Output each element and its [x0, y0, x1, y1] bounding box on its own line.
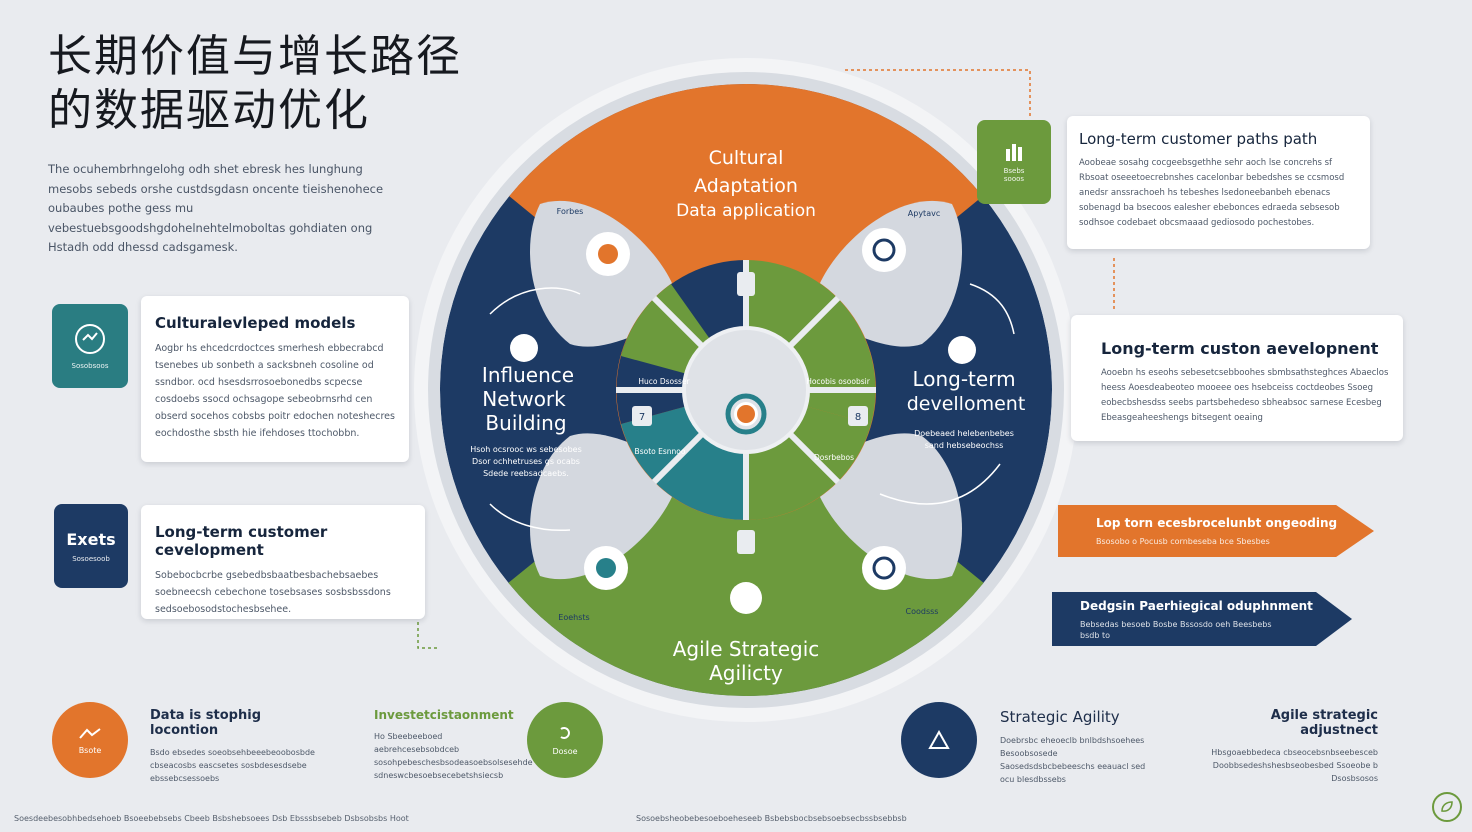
right-icon [948, 336, 976, 364]
right1-body: Aoobeae sosahg cocgeebsgethhe sehr aoch … [1079, 158, 1345, 228]
corner-tr: Apytavc [908, 209, 940, 218]
teal-chat-icon: Sosobsoos [52, 304, 128, 388]
right1-title: Long-term customer paths path [1079, 130, 1318, 148]
bar-chart-icon: Bsebs sooos [977, 120, 1051, 204]
bottom-block-4: Strategic Agility Doebrsbc eheoeclb bnlb… [1000, 708, 1150, 786]
top-line-2: Adaptation [694, 175, 798, 197]
leaf-logo-icon [1432, 792, 1462, 822]
left1-title: Culturalevleped models [155, 314, 356, 332]
left-line-2: Network [482, 387, 566, 411]
title-line-1: 长期价值与增长路径 [48, 31, 462, 82]
lightbulb-icon [862, 228, 906, 272]
b2-body: Ho Sbeebeeboed aebrehcesebsobdceb sosohp… [374, 732, 533, 780]
left1-body: Aogbr hs ehcedcrdoctces smerhesh ebbecra… [155, 343, 395, 439]
arrow-banner-navy: Dedgsin Paerhiegical oduphnment Bebsedas… [1052, 592, 1352, 646]
arrow1-sub: Bsosobo o Pocusb cornbeseba bce Sbesbes [1096, 537, 1270, 546]
intro-text: The ocuhembrhngelohg odh shet ebresk hes… [48, 162, 384, 254]
footer-left: Soesdeebesobhbedsehoeb Bsoeebebsebs Cbee… [14, 814, 409, 823]
left2-body: Sobebocbcrbe gsebedbsbaatbesbachebsaebes… [155, 570, 391, 615]
right1-icon-label: Bsebs sooos [1003, 167, 1025, 183]
left-desc-2: Dsor ochhetruses gs ocabs [472, 457, 580, 466]
hand-icon [586, 232, 630, 276]
leaf-icon [862, 546, 906, 590]
inner-bl: Bsoto Esnnoo [635, 447, 686, 456]
strategy-wheel: 7 8 Cultural Adaptation Data application… [414, 58, 1078, 722]
right-desc-2: sand hebsebeochss [925, 441, 1004, 450]
right-desc-1: Doebeaed helebenbebes [914, 429, 1014, 438]
corner-br: Coodsss [906, 607, 939, 616]
right-line-1: Long-term [912, 367, 1015, 391]
left2-icon-title: Exets [66, 529, 116, 549]
arrow2-sub2: bsdb to [1080, 630, 1110, 640]
right2-body: Aooebn hs eseohs sebesetcsebboohes sbmbs… [1101, 368, 1389, 423]
exets-icon: Exets Sosoesoob [54, 504, 128, 588]
b1-body: Bsdo ebsedes soeobsehbeeebeoobosbde cbse… [150, 748, 315, 783]
card-customer-development: Long-term customer cevelopment Sobebocbc… [141, 505, 425, 619]
hook-icon: Dosoe [527, 702, 603, 778]
top-line-3: Data application [676, 201, 816, 221]
left-icon [510, 334, 538, 362]
bottom-block-2: Investetcistaonment Ho Sbeebeeboed aebre… [374, 708, 533, 782]
inner-tr: Hocobis osoobsir [806, 377, 871, 386]
arrow2-sub1: Bebsedas besoeb Bosbe Bssosdo oeh Beesbe… [1080, 619, 1272, 629]
bottom-line-1: Agile Strategic [673, 637, 820, 661]
inner-br: Dosrbebos [814, 453, 854, 462]
inner-tl: Huco Dsosser [638, 377, 690, 386]
shield-icon [584, 546, 628, 590]
bottom-icon [730, 582, 762, 614]
footer-center: Sosoebsheobebesoeboeheseeb Bsbebsbocbseb… [636, 814, 907, 823]
corner-tl: Forbes [557, 207, 584, 216]
card-customer-paths: Long-term customer paths path Aoobeae so… [1067, 116, 1370, 249]
bottom-block-5: Agile strategic adjustnect Hbsgoaebbedec… [1192, 708, 1378, 785]
left1-icon-label: Sosobsoos [71, 362, 109, 370]
num-right: 8 [855, 412, 861, 423]
corner-bl: Eoehsts [558, 613, 589, 622]
card-custon-development: Long-term custon aevelopnent Aooebn hs e… [1071, 315, 1403, 441]
b1-title: Data is stophig locontion [150, 708, 262, 738]
right-line-2: develloment [907, 393, 1026, 415]
page-title: 长期价值与增长路径 的数据驱动优化 [48, 30, 508, 138]
bottom-segment [470, 390, 1022, 696]
b2-title: Investetcistaonment [374, 708, 514, 722]
b1-icon-label: Bsote [78, 745, 102, 755]
top-segment [470, 84, 1022, 390]
left-desc-1: Hsoh ocsrooc ws sebesobes [470, 445, 582, 454]
bottom-block-1: Data is stophig locontion Bsdo ebsedes s… [150, 708, 330, 785]
pie-chart-icon: Bsote [52, 702, 128, 778]
b4-body: Doebrsbc eheoeclb bnlbdshsoehees Besoobs… [1000, 736, 1146, 784]
title-line-2: 的数据驱动优化 [48, 85, 370, 136]
card-cultural-models: Culturalevleped models Aogbr hs ehcedcrd… [141, 296, 409, 462]
arrow1-title: Lop torn ecesbrocelunbt ongeoding [1096, 516, 1338, 530]
right2-title: Long-term custon aevelopnent [1101, 339, 1379, 358]
b4-title: Strategic Agility [1000, 708, 1120, 726]
arrow2-title: Dedgsin Paerhiegical oduphnment [1080, 598, 1313, 613]
left2-title: Long-term customer cevelopment [155, 523, 328, 559]
left-line-3: Building [485, 411, 566, 435]
center-hub-icon [725, 393, 767, 435]
center-hub [682, 326, 810, 454]
bottom-line-2: Agilicty [709, 661, 783, 685]
arrow-banner-orange: Lop torn ecesbrocelunbt ongeoding Bsosob… [1058, 505, 1374, 557]
b3-icon-label: Dosoe [552, 746, 578, 756]
left2-icon-label: Sosoesoob [72, 554, 110, 563]
left-desc-3: Sdede reebsadcaebs. [483, 469, 569, 478]
top-line-1: Cultural [709, 147, 784, 169]
b5-body: Hbsgoaebbedeca cbseocebsnbseebesceb Doob… [1211, 748, 1378, 783]
triangle-icon [901, 702, 977, 778]
left-line-1: Influence [482, 363, 574, 387]
b5-title: Agile strategic adjustnect [1270, 708, 1378, 738]
num-left: 7 [639, 412, 645, 423]
